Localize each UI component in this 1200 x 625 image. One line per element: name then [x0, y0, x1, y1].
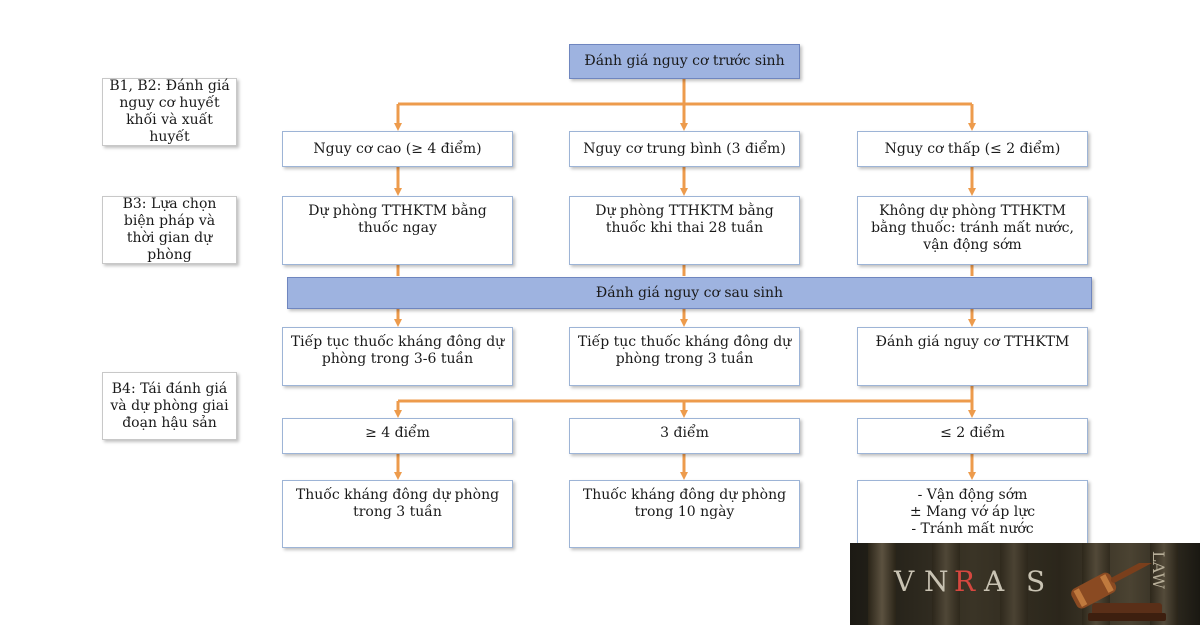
no-drug-prophylaxis: Không dự phòng TTHKTM bằng thuốc: tránh …: [857, 196, 1088, 265]
watermark-letter-a: A: [984, 565, 1007, 598]
prophylaxis-at-28-weeks: Dự phòng TTHKTM bằng thuốc khi thai 28 t…: [569, 196, 800, 265]
anticoagulant-3-weeks: Thuốc kháng đông dự phòng trong 3 tuần: [282, 480, 513, 548]
postnatal-assessment-header: Đánh giá nguy cơ sau sinh: [287, 277, 1092, 309]
risk-level-low: Nguy cơ thấp (≤ 2 điểm): [857, 131, 1088, 167]
antenatal-assessment-header: Đánh giá nguy cơ trước sinh: [569, 44, 800, 79]
step-label-b4: B4: Tái đánh giá và dự phòng giai đoạn h…: [102, 372, 237, 440]
anticoagulant-10-days: Thuốc kháng đông dự phòng trong 10 ngày: [569, 480, 800, 548]
risk-level-medium: Nguy cơ trung bình (3 điểm): [569, 131, 800, 167]
score-3: 3 điểm: [569, 418, 800, 454]
step-label-b1-b2: B1, B2: Đánh giá nguy cơ huyết khối và x…: [102, 78, 237, 146]
continue-anticoagulant-3-weeks: Tiếp tục thuốc kháng đông dự phòng trong…: [569, 327, 800, 386]
watermark-letter-s: S: [1026, 565, 1048, 598]
score-4-or-more: ≥ 4 điểm: [282, 418, 513, 454]
measure-avoid-dehydration: - Tránh mất nước: [911, 521, 1034, 537]
measure-early-mobilization: - Vận động sớm: [917, 487, 1028, 503]
prophylaxis-immediate: Dự phòng TTHKTM bằng thuốc ngay: [282, 196, 513, 265]
risk-level-high: Nguy cơ cao (≥ 4 điểm): [282, 131, 513, 167]
watermark-letter-n: N: [924, 565, 951, 598]
score-2-or-less: ≤ 2 điểm: [857, 418, 1088, 454]
tthktm-risk-assessment: Đánh giá nguy cơ TTHKTM: [857, 327, 1088, 386]
watermark-letter-r: R: [954, 565, 978, 598]
step-label-b3: B3: Lựa chọn biện pháp và thời gian dự p…: [102, 196, 237, 264]
watermark-letter-v: V: [894, 565, 917, 598]
gavel-icon: [1071, 563, 1166, 621]
continue-anticoagulant-3-6-weeks: Tiếp tục thuốc kháng đông dự phòng trong…: [282, 327, 513, 386]
vnras-law-watermark: V N R A S LAW: [850, 543, 1200, 625]
measure-compression-stockings: ± Mang vớ áp lực: [909, 504, 1036, 520]
low-risk-measures: - Vận động sớm ± Mang vớ áp lực - Tránh …: [857, 480, 1088, 548]
low-risk-measures-list: - Vận động sớm ± Mang vớ áp lực - Tránh …: [910, 487, 1035, 538]
